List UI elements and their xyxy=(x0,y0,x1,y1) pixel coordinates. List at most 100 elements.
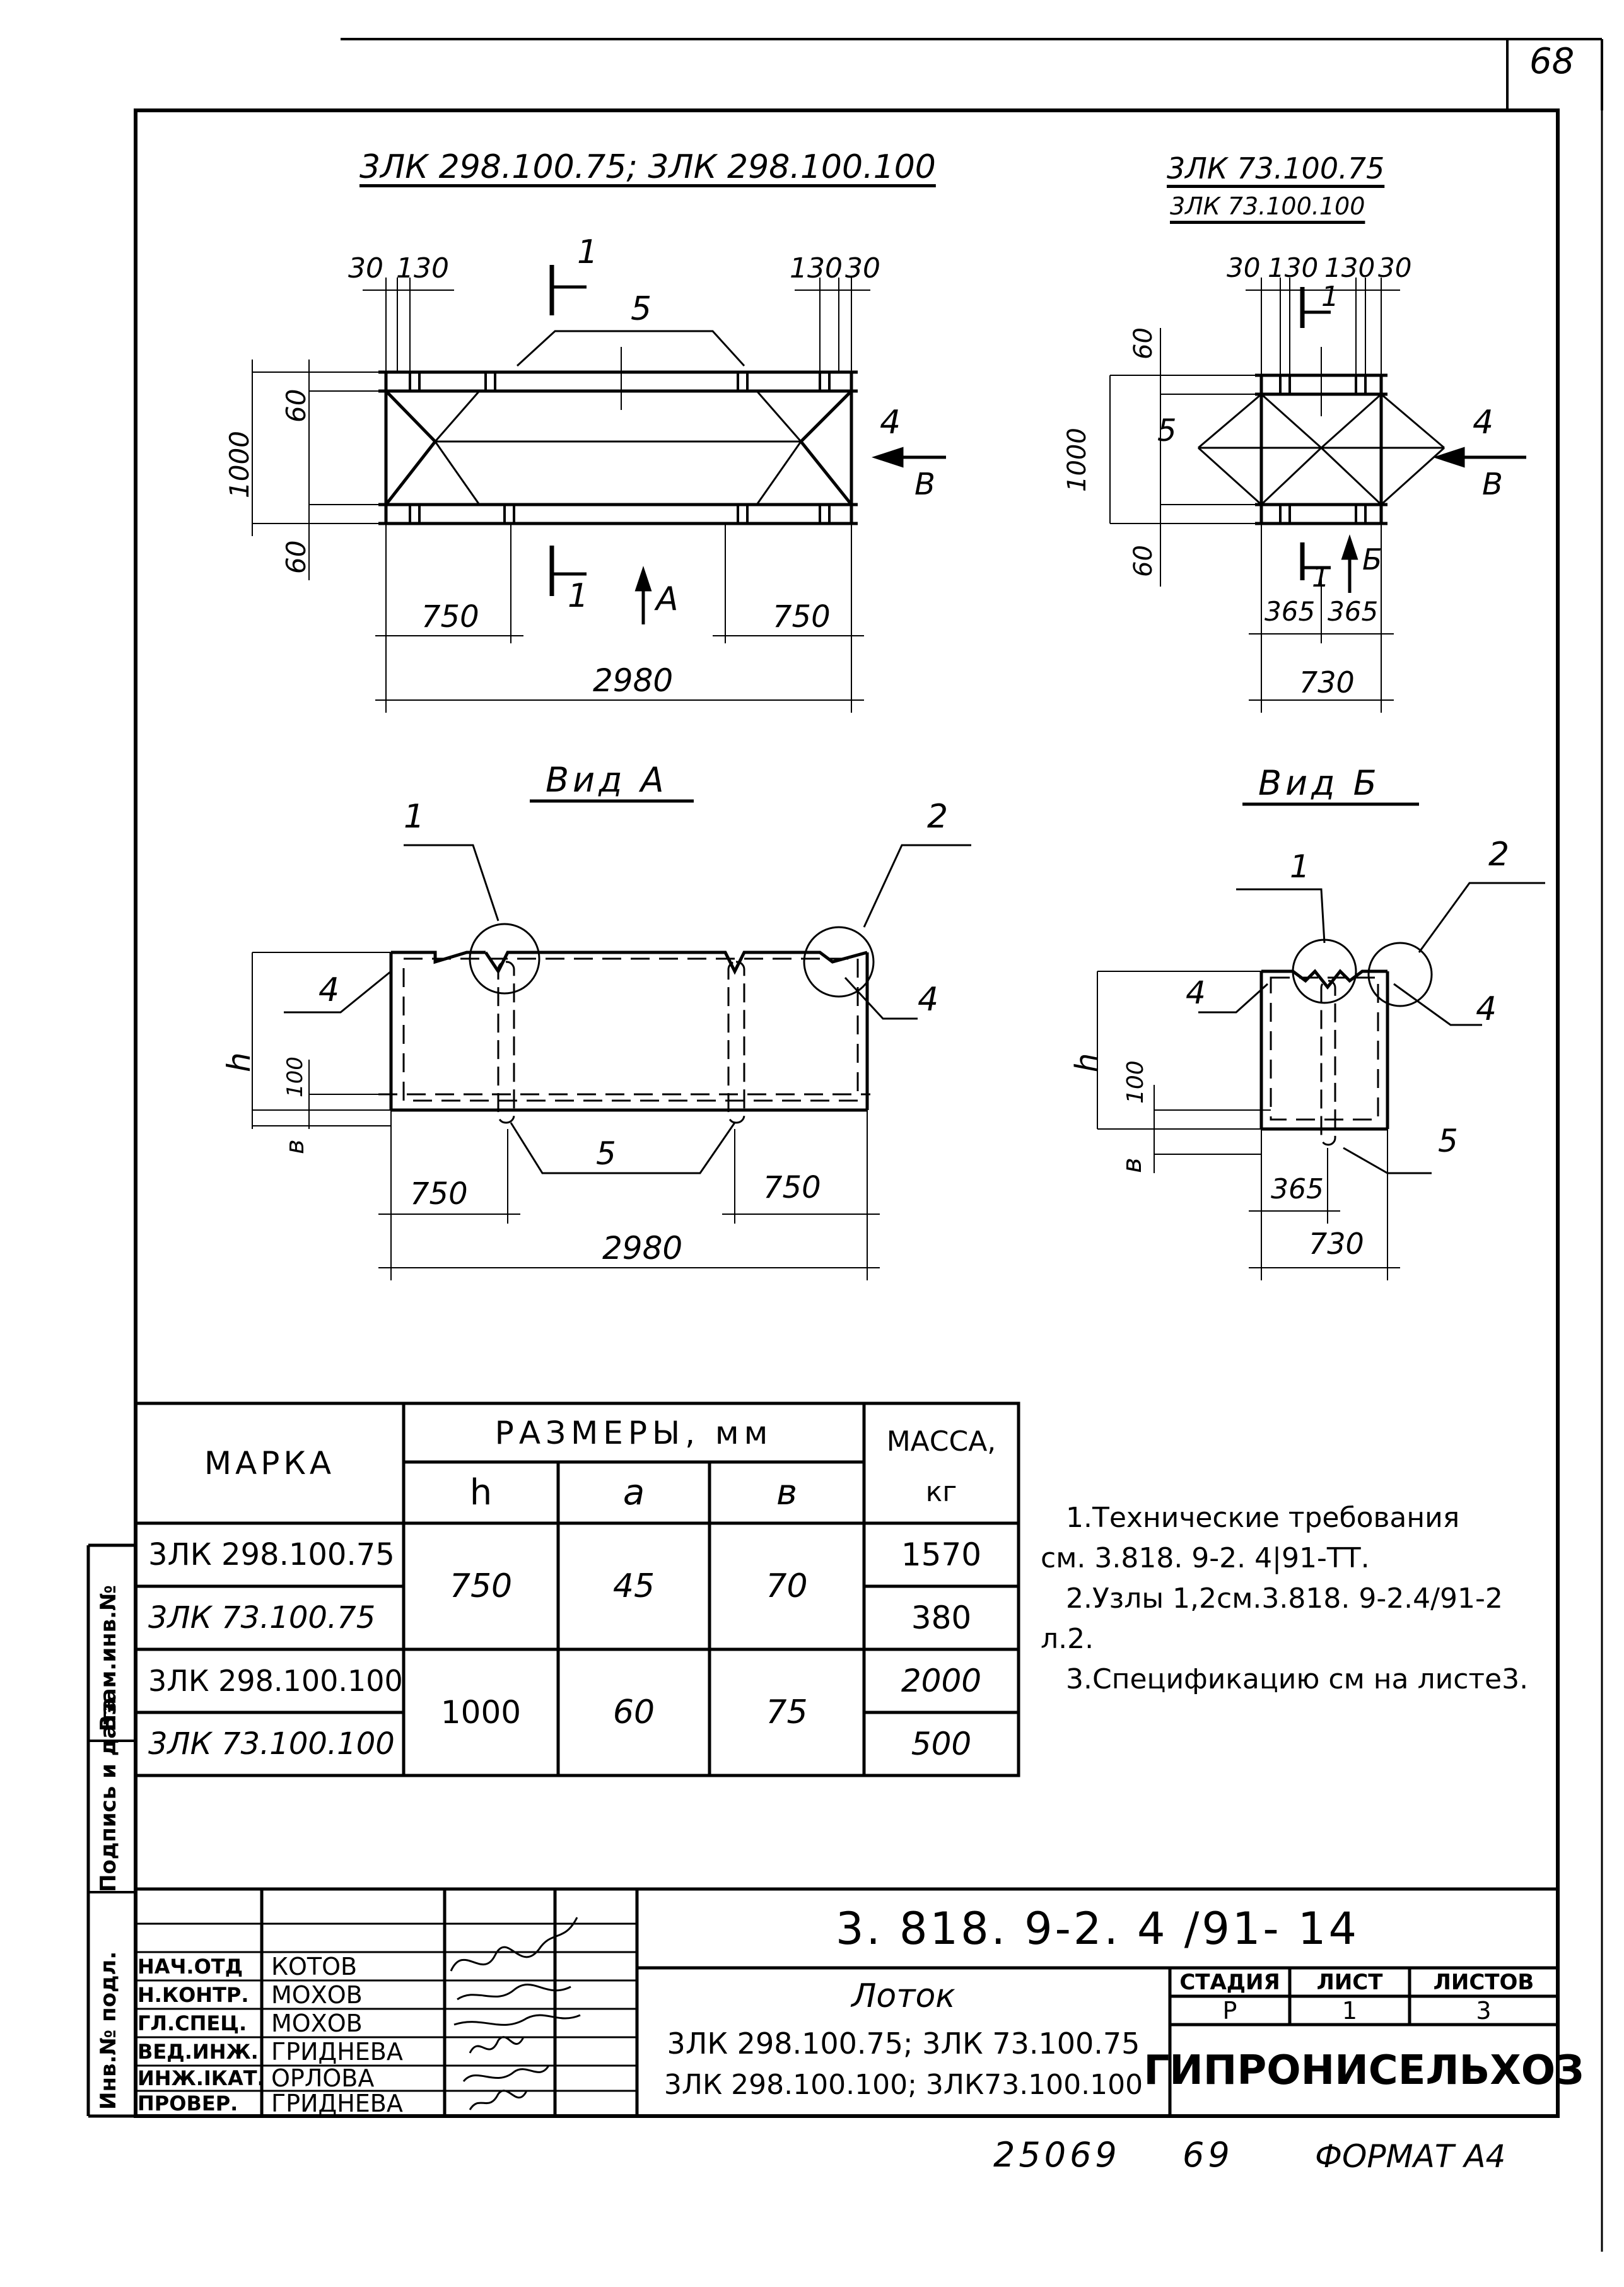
sheets-label: ЛИСТОВ xyxy=(1433,1969,1534,1995)
signer-role-2: Н.КОНТР. xyxy=(137,1982,249,2007)
view-a-dim-750-r: 750 xyxy=(763,1170,821,1205)
plan-left-title: 3ЛК 298.100.75; 3ЛК 298.100.100 xyxy=(359,148,936,186)
view-b-item-5: 5 xyxy=(1438,1123,1458,1159)
view-a-item-4-left: 4 xyxy=(318,971,340,1009)
signer-role-6: ПРОВЕР. xyxy=(137,2091,238,2115)
signer-role-3: ГЛ.СПЕЦ. xyxy=(137,2011,247,2035)
sheets-value: 3 xyxy=(1476,1996,1492,2025)
plan-right-title-2: 3ЛК 73.100.100 xyxy=(1170,192,1365,220)
product-line-2: 3ЛК 298.100.100; 3ЛК73.100.100 xyxy=(663,2068,1143,2101)
plan-right-section-mark: 1 xyxy=(1321,281,1339,313)
signer-role-1: НАЧ.ОТД xyxy=(137,1954,243,1979)
plan-right-dim-365-l: 365 xyxy=(1265,596,1316,627)
view-b-item-4-left: 4 xyxy=(1186,974,1206,1011)
plan-left-dim-130-r: 130 xyxy=(790,252,843,284)
plan-right-item-5: 5 xyxy=(1157,413,1177,448)
view-b-drawing xyxy=(1097,802,1545,1280)
footer-number-1: 25069 xyxy=(993,2135,1121,2175)
table-row-marka-1: 3ЛК 298.100.75 xyxy=(148,1537,395,1572)
plan-left-dim-750-r: 750 xyxy=(773,599,831,635)
table-header-mass: МАССА, xyxy=(886,1425,996,1458)
plan-right-dim-130-a: 130 xyxy=(1268,252,1319,283)
plan-left-dim-130: 130 xyxy=(396,252,449,284)
signer-role-4: ВЕД.ИНЖ. xyxy=(137,2039,259,2064)
signer-role-5: ИНЖ.IКАТ. xyxy=(137,2066,265,2090)
plan-right-dim-total: 730 xyxy=(1299,665,1355,699)
product-name: Лоток xyxy=(851,1977,955,2015)
stage-value: Р xyxy=(1222,1996,1237,2025)
table-header-mass-unit: кг xyxy=(925,1475,957,1508)
signer-name-4: ГРИДНЕВА xyxy=(271,2037,403,2066)
signatures xyxy=(450,1917,581,2110)
product-line-1: 3ЛК 298.100.75; 3ЛК 73.100.75 xyxy=(667,2027,1140,2061)
table-group1-b: 70 xyxy=(766,1567,808,1605)
plan-left-item-4: 4 xyxy=(880,404,901,442)
plan-left-arrow-a: А xyxy=(656,580,679,618)
plan-left-dim-total: 2980 xyxy=(593,662,674,699)
table-row-mass-2: 380 xyxy=(911,1600,972,1636)
plan-left-drawing xyxy=(252,265,946,713)
plan-left-item-5: 5 xyxy=(631,290,652,328)
table-group1-h: 750 xyxy=(449,1567,513,1605)
table-header-h: h xyxy=(469,1472,493,1513)
view-b-item-4-right: 4 xyxy=(1476,990,1497,1028)
view-a-item-5: 5 xyxy=(596,1135,616,1172)
view-b-dim-730: 730 xyxy=(1309,1227,1364,1261)
view-a-callout-2: 2 xyxy=(927,798,949,836)
signer-name-6: ГРИДНЕВА xyxy=(271,2090,403,2117)
plan-right-section-mark-bottom: 1 xyxy=(1312,561,1329,594)
plan-left-dim-30-r: 30 xyxy=(845,252,880,284)
plan-right-item-4: 4 xyxy=(1473,404,1494,442)
table-header-sizes: РАЗМЕРЫ, мм xyxy=(494,1414,773,1451)
plan-right-dim-30-b: 30 xyxy=(1378,252,1412,283)
plan-left-arrow-b: В xyxy=(914,467,935,502)
view-a-callout-1: 1 xyxy=(404,798,425,836)
plan-right-drawing xyxy=(1109,278,1526,713)
footer-number-2: 69 xyxy=(1183,2135,1234,2175)
plan-right-title-1: 3ЛК 73.100.75 xyxy=(1167,151,1385,185)
view-a-dim-750-l: 750 xyxy=(410,1176,468,1212)
view-a-title: Вид А xyxy=(546,760,668,800)
signer-name-3: МОХОВ xyxy=(271,2009,363,2037)
signer-name-5: ОРЛОВА xyxy=(271,2064,375,2092)
drawing-area xyxy=(252,265,1545,1280)
plan-left-dim-30: 30 xyxy=(348,252,383,284)
view-a-dim-total: 2980 xyxy=(602,1230,683,1266)
table-group1-a: 45 xyxy=(612,1567,655,1605)
table-row-mass-4: 500 xyxy=(911,1726,972,1762)
view-b-callout-1: 1 xyxy=(1290,848,1310,885)
table-row-marka-3: 3ЛК 298.100.100 xyxy=(148,1664,403,1698)
sheet-label: ЛИСТ xyxy=(1316,1969,1383,1995)
signer-name-2: МОХОВ xyxy=(271,1980,363,2009)
sheet-value: 1 xyxy=(1341,1996,1358,2025)
stage-label: СТАДИЯ xyxy=(1179,1969,1280,1995)
plan-right-arrow-b: В xyxy=(1482,467,1503,502)
view-b-dim-365: 365 xyxy=(1271,1173,1324,1205)
note-line-5: 3.Спецификацию см на листе3. xyxy=(1066,1663,1529,1695)
view-b-title: Вид Б xyxy=(1258,763,1381,803)
table-row-marka-2: 3ЛК 73.100.75 xyxy=(148,1600,376,1635)
plan-left-section-mark-bottom: 1 xyxy=(568,577,589,615)
document-code: 3. 818. 9-2. 4 /91- 14 xyxy=(835,1902,1359,1955)
note-line-1: 1.Технические требования xyxy=(1066,1502,1460,1534)
plan-left-section-mark-top: 1 xyxy=(577,233,599,271)
table-group2-b: 75 xyxy=(766,1693,808,1731)
signer-name-1: КОТОВ xyxy=(271,1952,358,1980)
plan-right-dim-365-r: 365 xyxy=(1328,596,1379,627)
table-row-mass-1: 1570 xyxy=(901,1536,982,1573)
plan-right-arrow-v: Б xyxy=(1362,542,1382,576)
organization: ГИПРОНИСЕЛЬХОЗ xyxy=(1143,2047,1584,2094)
table-header-b: в xyxy=(776,1472,797,1513)
plan-left-dim-750-l: 750 xyxy=(421,599,479,635)
notes: 1.Технические требования см. 3.818. 9-2.… xyxy=(1041,1498,1545,1700)
plan-right-dim-30-a: 30 xyxy=(1227,252,1261,283)
sheet-corner-number: 68 xyxy=(1529,41,1575,82)
note-line-2: см. 3.818. 9-2. 4|91-ТТ. xyxy=(1041,1542,1370,1574)
note-line-3: 2.Узлы 1,2см.3.818. 9-2.4/91-2 xyxy=(1066,1582,1503,1615)
note-line-4: л.2. xyxy=(1041,1623,1094,1655)
view-a-drawing xyxy=(252,799,971,1280)
view-b-callout-2: 2 xyxy=(1488,836,1510,874)
